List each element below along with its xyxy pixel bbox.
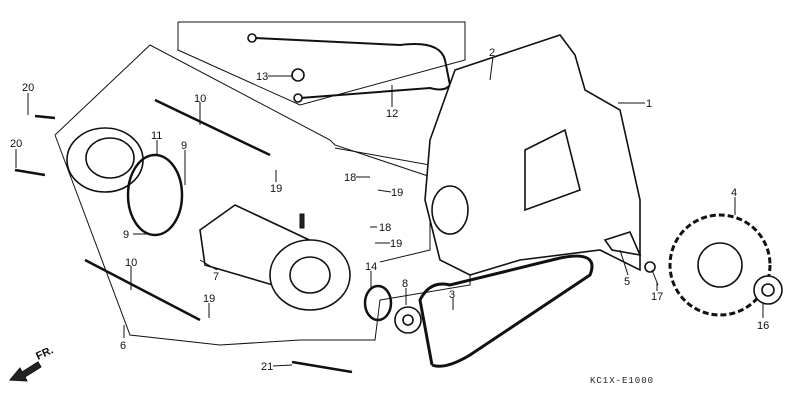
callout-9b: 9 bbox=[123, 229, 129, 241]
callout-16: 16 bbox=[757, 320, 769, 332]
bolt-part-10b bbox=[84, 258, 201, 322]
callout-20b: 20 bbox=[10, 138, 22, 150]
clip-part-5 bbox=[603, 231, 642, 257]
o-ring-part-11 bbox=[126, 153, 184, 237]
bolt-part-20 bbox=[34, 114, 56, 120]
gasket-part-2 bbox=[424, 34, 641, 276]
callout-20: 20 bbox=[22, 82, 34, 94]
callout-18: 18 bbox=[344, 172, 356, 184]
callout-13: 13 bbox=[256, 71, 268, 83]
leader-lines bbox=[15, 56, 764, 367]
callout-17: 17 bbox=[651, 291, 663, 303]
sprocket-part-8 bbox=[394, 306, 422, 334]
o-ring-part-14 bbox=[363, 284, 393, 322]
callout-21: 21 bbox=[261, 361, 273, 373]
sprocket-part-4 bbox=[668, 213, 772, 317]
bolt-part-21 bbox=[291, 360, 353, 374]
callout-9: 9 bbox=[181, 140, 187, 152]
callout-14: 14 bbox=[365, 261, 377, 273]
callout-19b: 19 bbox=[391, 187, 403, 199]
callout-11: 11 bbox=[151, 130, 162, 142]
callout-10b: 10 bbox=[125, 257, 137, 269]
seal-part-16 bbox=[753, 275, 783, 305]
bolt-part-17 bbox=[644, 261, 659, 286]
callout-6: 6 bbox=[120, 340, 126, 352]
starter-motor-part bbox=[199, 204, 351, 311]
callout-labels: 1 2 3 4 5 6 7 8 9 9 10 10 11 12 13 14 16… bbox=[10, 47, 769, 373]
callout-3: 3 bbox=[449, 289, 455, 301]
callout-18b: 18 bbox=[379, 222, 391, 234]
bolt-part-10 bbox=[154, 98, 271, 157]
callout-1: 1 bbox=[646, 98, 652, 110]
callout-4: 4 bbox=[731, 187, 737, 199]
front-arrow-icon: FR. bbox=[8, 344, 55, 382]
callout-5: 5 bbox=[624, 276, 630, 288]
callout-19: 19 bbox=[270, 183, 282, 195]
callout-7: 7 bbox=[213, 271, 219, 283]
group-outline-bolts bbox=[334, 147, 431, 263]
callout-8: 8 bbox=[402, 278, 408, 290]
callout-2: 2 bbox=[489, 47, 495, 59]
callout-19c: 19 bbox=[390, 238, 402, 250]
diagram-code: KC1X-E1000 bbox=[590, 376, 654, 386]
bolt-part-20b bbox=[14, 168, 46, 177]
chain-part-3 bbox=[418, 254, 594, 368]
callout-12: 12 bbox=[386, 108, 398, 120]
cable-part-12 bbox=[247, 33, 452, 103]
group-outline-wire bbox=[177, 21, 466, 106]
callout-19d: 19 bbox=[203, 293, 215, 305]
starter-cover-part bbox=[66, 127, 144, 193]
callout-10: 10 bbox=[194, 93, 206, 105]
svg-text:FR.: FR. bbox=[34, 344, 55, 362]
terminal-part-13 bbox=[291, 68, 305, 82]
